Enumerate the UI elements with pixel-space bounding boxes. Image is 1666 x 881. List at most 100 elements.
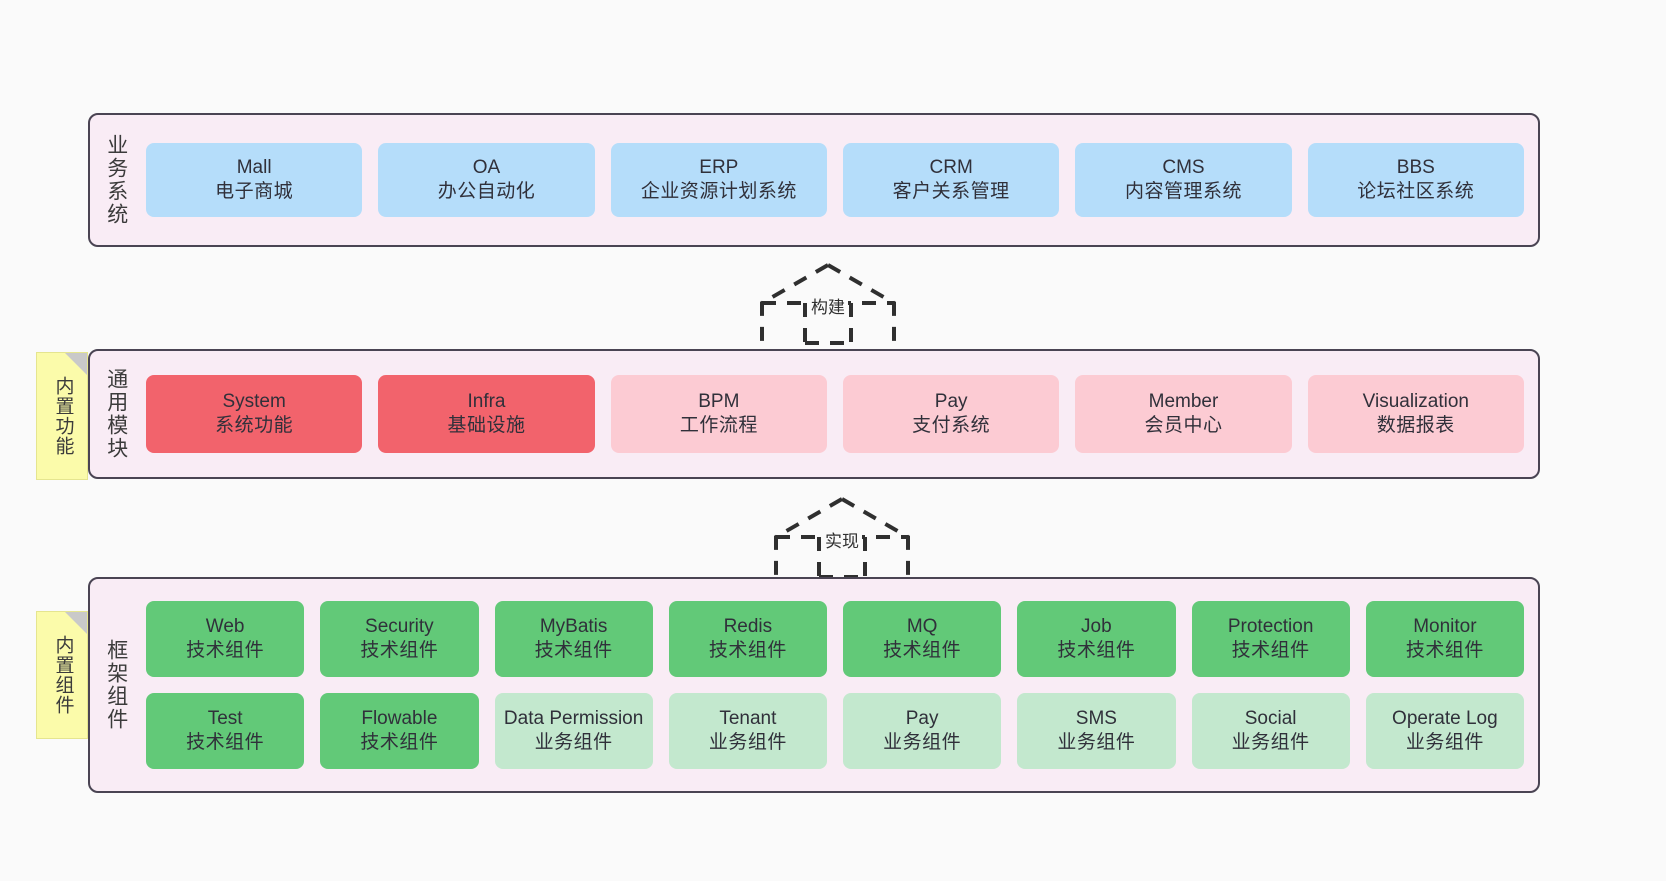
connector-implement: 实现	[772, 495, 912, 579]
layer-row: Mall 电子商城 OA 办公自动化 ERP 企业资源计划系统 CRM 客户关系…	[146, 143, 1524, 217]
layer-row: Test 技术组件 Flowable 技术组件 Data Permission …	[146, 693, 1524, 769]
node-flowable[interactable]: Flowable 技术组件	[320, 693, 479, 769]
layer-body-framework-components: Web 技术组件 Security 技术组件 MyBatis 技术组件 Redi…	[142, 579, 1538, 791]
layer-common-modules: 通用模块 System 系统功能 Infra 基础设施 BPM 工作流程 Pay…	[88, 349, 1540, 479]
node-subtitle: 办公自动化	[437, 181, 536, 202]
node-subtitle: 业务组件	[1405, 732, 1484, 753]
node-title: Pay	[905, 708, 939, 730]
node-subtitle: 业务组件	[883, 732, 962, 753]
node-subtitle: 系统功能	[215, 415, 294, 436]
node-sms[interactable]: SMS 业务组件	[1017, 693, 1176, 769]
node-title: Operate Log	[1392, 708, 1498, 730]
node-title: Redis	[723, 616, 773, 638]
layer-framework-components: 框架组件 Web 技术组件 Security 技术组件 MyBatis 技术组件…	[88, 577, 1540, 793]
sticky-note-builtin-function: 内置功能	[36, 352, 88, 480]
node-oa[interactable]: OA 办公自动化	[378, 143, 595, 217]
node-subtitle: 客户关系管理	[892, 181, 1010, 202]
layer-row: System 系统功能 Infra 基础设施 BPM 工作流程 Pay 支付系统…	[146, 375, 1524, 453]
node-subtitle: 论坛社区系统	[1357, 181, 1475, 202]
node-system[interactable]: System 系统功能	[146, 375, 363, 453]
node-subtitle: 基础设施	[447, 415, 526, 436]
node-title: CMS	[1162, 157, 1205, 179]
layer-body-common-modules: System 系统功能 Infra 基础设施 BPM 工作流程 Pay 支付系统…	[142, 351, 1538, 477]
node-monitor[interactable]: Monitor 技术组件	[1365, 601, 1524, 677]
layer-label-framework-components: 框架组件	[104, 639, 128, 731]
node-title: SMS	[1075, 708, 1117, 730]
node-subtitle: 工作流程	[679, 415, 758, 436]
node-subtitle: 技术组件	[883, 640, 962, 661]
node-subtitle: 企业资源计划系统	[640, 181, 797, 202]
sticky-note-builtin-component: 内置组件	[36, 611, 88, 739]
connector-build: 构建	[758, 261, 898, 345]
node-redis[interactable]: Redis 技术组件	[668, 601, 827, 677]
node-subtitle: 会员中心	[1144, 415, 1223, 436]
node-title: Infra	[467, 391, 506, 413]
node-subtitle: 业务组件	[1057, 732, 1136, 753]
sticky-note-label: 内置功能	[52, 376, 74, 456]
node-subtitle: 技术组件	[534, 640, 613, 661]
node-crm[interactable]: CRM 客户关系管理	[842, 143, 1060, 217]
node-pay-component[interactable]: Pay 业务组件	[843, 693, 1002, 769]
node-title: Security	[365, 616, 434, 638]
node-subtitle: 业务组件	[1231, 732, 1310, 753]
node-data-permission[interactable]: Data Permission 业务组件	[494, 693, 653, 769]
node-title: BBS	[1396, 157, 1435, 179]
node-subtitle: 业务组件	[708, 732, 787, 753]
node-subtitle: 数据报表	[1376, 415, 1455, 436]
node-subtitle: 技术组件	[186, 640, 265, 661]
node-title: Web	[205, 616, 245, 638]
node-title: Protection	[1227, 616, 1314, 638]
layer-body-business-systems: Mall 电子商城 OA 办公自动化 ERP 企业资源计划系统 CRM 客户关系…	[142, 115, 1538, 245]
node-web[interactable]: Web 技术组件	[146, 601, 305, 677]
node-subtitle: 技术组件	[360, 640, 439, 661]
node-subtitle: 技术组件	[186, 732, 265, 753]
node-title: Mall	[236, 157, 272, 179]
node-title: Member	[1148, 391, 1219, 413]
node-title: CRM	[929, 157, 973, 179]
node-title: ERP	[699, 157, 739, 179]
node-mybatis[interactable]: MyBatis 技术组件	[494, 601, 653, 677]
connector-build-label: 构建	[808, 293, 848, 318]
node-subtitle: 技术组件	[1405, 640, 1484, 661]
node-subtitle: 技术组件	[1231, 640, 1310, 661]
node-title: MQ	[906, 616, 938, 638]
node-mq[interactable]: MQ 技术组件	[843, 601, 1002, 677]
node-subtitle: 技术组件	[360, 732, 439, 753]
node-subtitle: 内容管理系统	[1124, 181, 1242, 202]
node-member[interactable]: Member 会员中心	[1075, 375, 1292, 453]
node-title: Job	[1081, 616, 1112, 638]
node-title: Flowable	[361, 708, 438, 730]
node-title: Test	[207, 708, 243, 730]
node-erp[interactable]: ERP 企业资源计划系统	[610, 143, 827, 217]
node-title: Visualization	[1362, 391, 1469, 413]
node-subtitle: 支付系统	[912, 415, 991, 436]
node-visualization[interactable]: Visualization 数据报表	[1307, 375, 1524, 453]
node-security[interactable]: Security 技术组件	[320, 601, 479, 677]
node-tenant[interactable]: Tenant 业务组件	[668, 693, 827, 769]
node-infra[interactable]: Infra 基础设施	[378, 375, 595, 453]
node-bbs[interactable]: BBS 论坛社区系统	[1307, 143, 1524, 217]
sticky-note-label: 内置组件	[52, 635, 74, 715]
node-title: Social	[1244, 708, 1297, 730]
node-title: Monitor	[1413, 616, 1477, 638]
layer-business-systems: 业务系统 Mall 电子商城 OA 办公自动化 ERP 企业资源计划系统 CRM…	[88, 113, 1540, 247]
node-bpm[interactable]: BPM 工作流程	[610, 375, 827, 453]
node-cms[interactable]: CMS 内容管理系统	[1075, 143, 1292, 217]
node-operate-log[interactable]: Operate Log 业务组件	[1365, 693, 1524, 769]
layer-row: Web 技术组件 Security 技术组件 MyBatis 技术组件 Redi…	[146, 601, 1524, 677]
node-pay[interactable]: Pay 支付系统	[842, 375, 1060, 453]
node-subtitle: 技术组件	[708, 640, 787, 661]
node-title: BPM	[698, 391, 740, 413]
node-job[interactable]: Job 技术组件	[1017, 601, 1176, 677]
node-title: Tenant	[719, 708, 777, 730]
node-social[interactable]: Social 业务组件	[1191, 693, 1350, 769]
node-mall[interactable]: Mall 电子商城	[146, 143, 363, 217]
node-title: Pay	[934, 391, 968, 413]
node-title: MyBatis	[539, 616, 608, 638]
node-title: Data Permission	[503, 708, 644, 730]
node-test[interactable]: Test 技术组件	[146, 693, 305, 769]
connector-implement-label: 实现	[822, 527, 862, 552]
node-protection[interactable]: Protection 技术组件	[1191, 601, 1350, 677]
layer-label-business-systems: 业务系统	[104, 134, 128, 226]
layer-label-common-modules: 通用模块	[104, 368, 128, 460]
